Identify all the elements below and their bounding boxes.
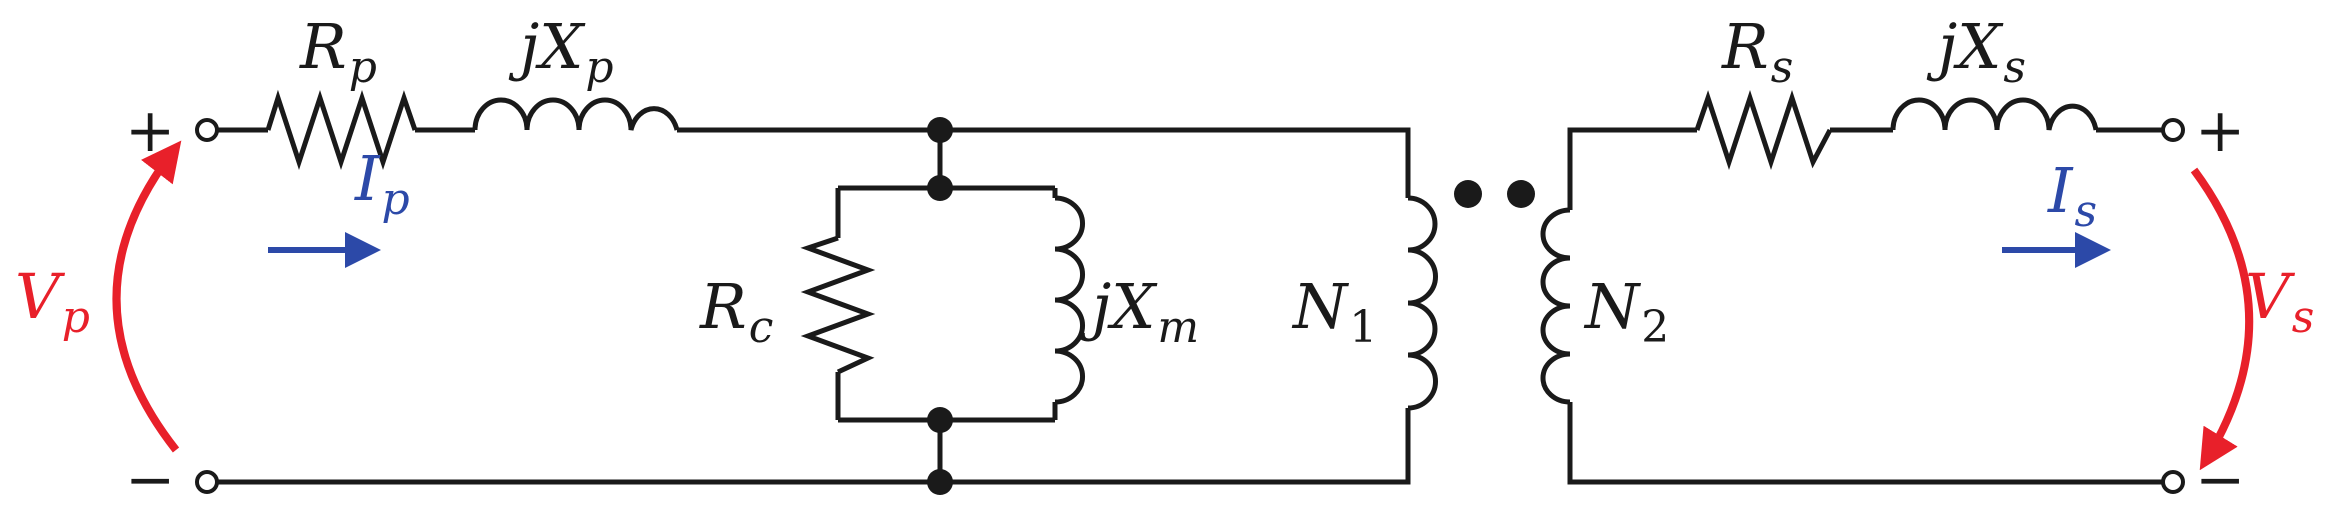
junction-node [927, 407, 953, 433]
inductor-xm [1054, 195, 1086, 405]
resistor-rp [265, 89, 418, 171]
secondary-minus-sign: − [2195, 445, 2245, 515]
winding-n2 [1540, 207, 1571, 405]
junction-node [927, 469, 953, 495]
label-vs: Vs [2245, 260, 2314, 343]
label-xp: jXp [508, 10, 614, 93]
label-ip: Ip [354, 142, 410, 225]
label-n1: N1 [1291, 270, 1377, 353]
label-is: Is [2047, 154, 2097, 237]
terminal-primary-bottom [195, 470, 219, 494]
label-xm: jXm [1080, 270, 1199, 353]
primary-minus-sign: − [125, 445, 175, 515]
wire-primary-top [677, 127, 1411, 198]
voltage-arrow-primary [112, 140, 182, 453]
resistor-rc [800, 235, 876, 375]
label-rc: Rc [699, 270, 773, 353]
winding-n1 [1407, 195, 1439, 411]
voltage-arrow-secondary [2190, 167, 2254, 471]
inductor-xs [1890, 97, 2099, 131]
inductor-xp [472, 97, 680, 131]
wire-primary-bottom [218, 408, 1411, 485]
label-rp: Rp [299, 10, 377, 93]
label-n2: N2 [1583, 270, 1669, 353]
label-xs: jXs [1926, 10, 2026, 93]
resistor-rs [1694, 89, 1833, 171]
terminal-secondary-top [2161, 118, 2185, 142]
terminal-secondary-bottom [2161, 470, 2185, 494]
wire-secondary-top [1567, 127, 1697, 210]
secondary-plus-sign: + [2195, 96, 2245, 166]
junction-node [927, 117, 953, 143]
terminal-primary-top [195, 118, 219, 142]
label-vp: Vp [15, 260, 90, 343]
junction-node [927, 175, 953, 201]
polarity-dot-primary [1454, 180, 1482, 208]
wire-secondary-bottom [1567, 402, 2162, 485]
polarity-dot-secondary [1507, 180, 1535, 208]
label-rs: Rs [1721, 10, 1793, 93]
